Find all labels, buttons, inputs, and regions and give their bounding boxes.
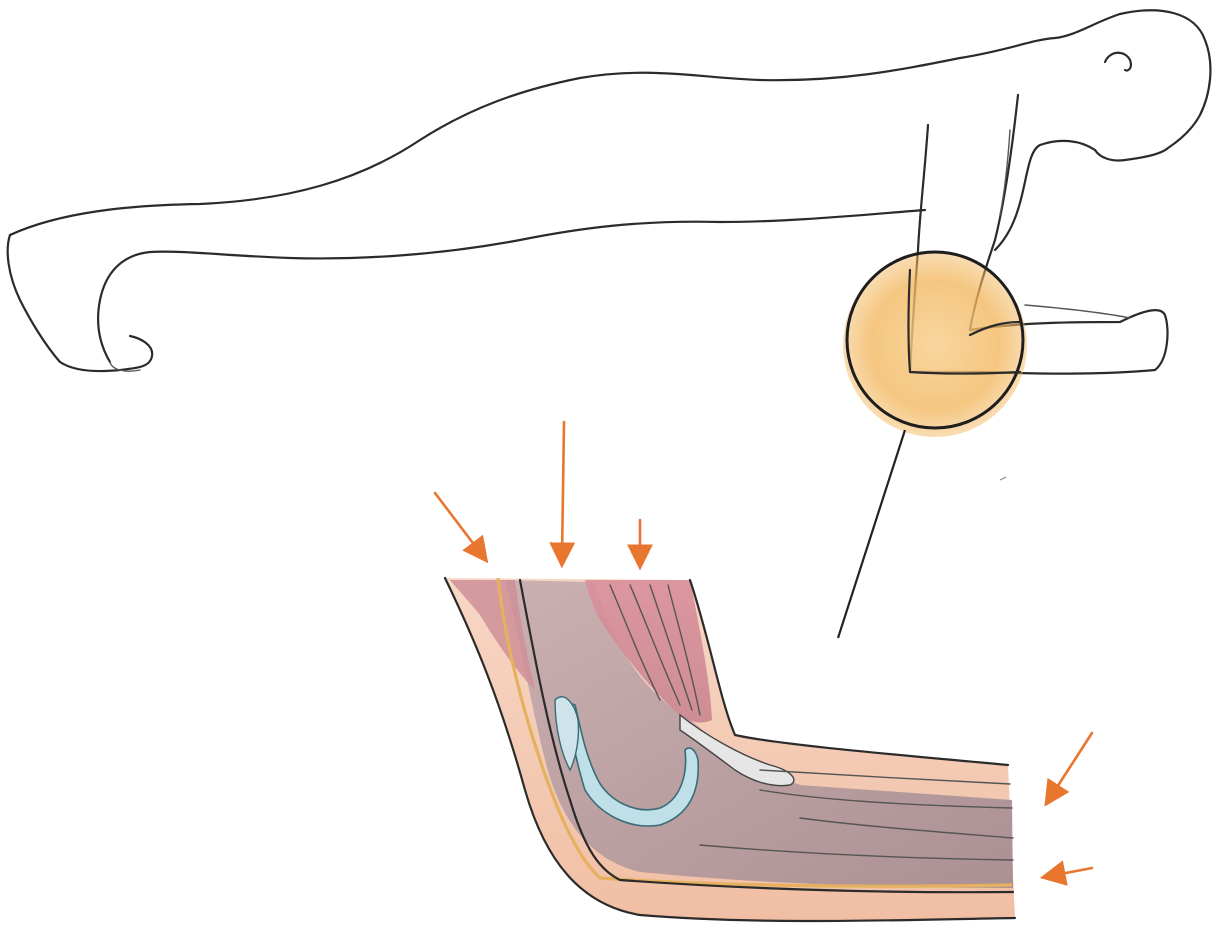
forearm-inner-line xyxy=(1025,305,1130,318)
ear-outline xyxy=(1105,53,1131,71)
arrow-pointer xyxy=(435,493,482,555)
body-outline-back xyxy=(10,10,1210,235)
elbow-anatomy-detail xyxy=(445,578,1015,921)
arrow-pointer xyxy=(1050,868,1092,876)
body-outline-belly xyxy=(98,210,925,362)
sketch-mark xyxy=(1000,477,1006,480)
foot-outline xyxy=(8,235,153,371)
arrow-pointer xyxy=(562,422,564,558)
arrow-pointer xyxy=(1050,733,1092,798)
callout-line xyxy=(838,430,905,638)
plank-figure xyxy=(8,10,1211,437)
